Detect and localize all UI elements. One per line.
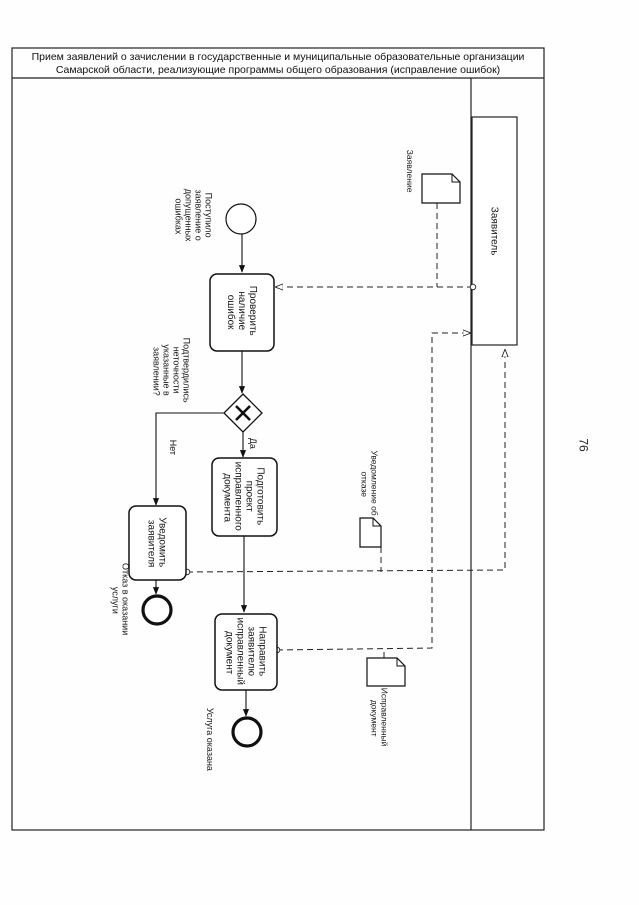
notify-label-1: Уведомить <box>157 517 168 567</box>
doc-refusal-notice: Уведомление об отказе <box>359 450 382 548</box>
send-label-1: Направить <box>257 626 268 676</box>
task-notify-applicant: Уведомить заявителя <box>128 505 187 581</box>
svg-text:Поступило заявление о: Поступило заявление о допущенных ошибках <box>173 189 213 244</box>
gateway-no-label: Нет <box>168 440 178 455</box>
doc-corrected: Исправленный документ <box>366 657 406 749</box>
check-label-3: ошибок <box>226 295 238 330</box>
header-title-line-2: Самарской области, реализующие программы… <box>55 64 501 76</box>
prepare-label-1: Подготовить <box>255 467 266 525</box>
start-label-2: заявление о <box>193 189 203 240</box>
gateway-question-3: указанные в <box>161 344 171 396</box>
svg-text:Направить заявителю: Направить заявителю исправленный докумен… <box>224 618 268 688</box>
prepare-label-2: проект <box>244 481 255 513</box>
check-label-1: Проверить <box>248 286 259 336</box>
doc-application: Заявление <box>405 150 461 204</box>
success-label: Услуга оказана <box>205 708 215 771</box>
message-flows <box>187 203 505 658</box>
send-label-4: документ <box>224 631 235 675</box>
send-label-3: исправленный <box>235 618 246 685</box>
svg-text:Отказ в оказании услуг: Отказ в оказании услуги <box>110 563 130 638</box>
header-title-line-1: Прием заявлений о зачислении в государст… <box>31 51 525 63</box>
svg-text:Уведомление об отказе: Уведомление об отказе <box>359 450 379 518</box>
svg-text:Подготовить проект: Подготовить проект исправленного докумен… <box>222 462 266 534</box>
gateway-question-4: заявлении? <box>151 347 161 396</box>
gateway-question-2: неточности <box>171 347 181 394</box>
prepare-label-4: документа <box>222 473 233 522</box>
svg-text:Уведомить заявителя: Уведомить заявителя <box>146 517 168 570</box>
end-event-success: Услуга оказана <box>205 708 263 771</box>
gateway-question-1: Подтвердились <box>181 338 191 403</box>
check-label-2: наличие <box>237 291 248 330</box>
start-label-4: ошибках <box>173 198 183 235</box>
start-label-1: Поступило <box>203 193 213 238</box>
applicant-lane-box: Заявитель <box>471 116 518 346</box>
svg-text:Исправленный документ: Исправленный документ <box>369 688 389 749</box>
corrected-doc-label-1: Исправленный <box>379 688 389 747</box>
applicant-lane-label: Заявитель <box>489 207 500 256</box>
svg-text:Подтвердились неточнос: Подтвердились неточности указанные в зая… <box>151 338 191 405</box>
exclusive-gateway: Подтвердились неточности указанные в зая… <box>151 338 263 455</box>
refusal-doc-label-1: Уведомление об <box>369 450 379 515</box>
refusal-doc-label-2: отказе <box>359 472 369 498</box>
corrected-doc-label-2: документ <box>369 700 379 737</box>
task-check-errors: Проверить наличие ошибок <box>209 273 275 352</box>
doc-application-label: Заявление <box>405 150 415 193</box>
msg-refusal-to-applicant <box>187 350 505 572</box>
notify-label-2: заявителя <box>146 520 157 567</box>
send-label-2: заявителю <box>246 627 257 677</box>
svg-text:Проверить наличие: Проверить наличие ошибок <box>226 286 259 339</box>
refusal-label-1: Отказ в оказании <box>120 563 130 635</box>
start-label-3: допущенных <box>183 189 193 242</box>
prepare-label-3: исправленного <box>233 462 244 532</box>
start-event: Поступило заявление о допущенных ошибках <box>173 189 257 244</box>
task-send-corrected: Направить заявителю исправленный докумен… <box>214 613 278 691</box>
gateway-yes-label: Да <box>248 438 258 449</box>
end-event-refusal: Отказ в оказании услуги <box>110 563 173 638</box>
msg-corrected-to-applicant <box>277 333 470 650</box>
task-prepare-draft: Подготовить проект исправленного докумен… <box>211 457 278 537</box>
refusal-label-2: услуги <box>110 587 120 614</box>
pool-frame <box>11 47 545 831</box>
